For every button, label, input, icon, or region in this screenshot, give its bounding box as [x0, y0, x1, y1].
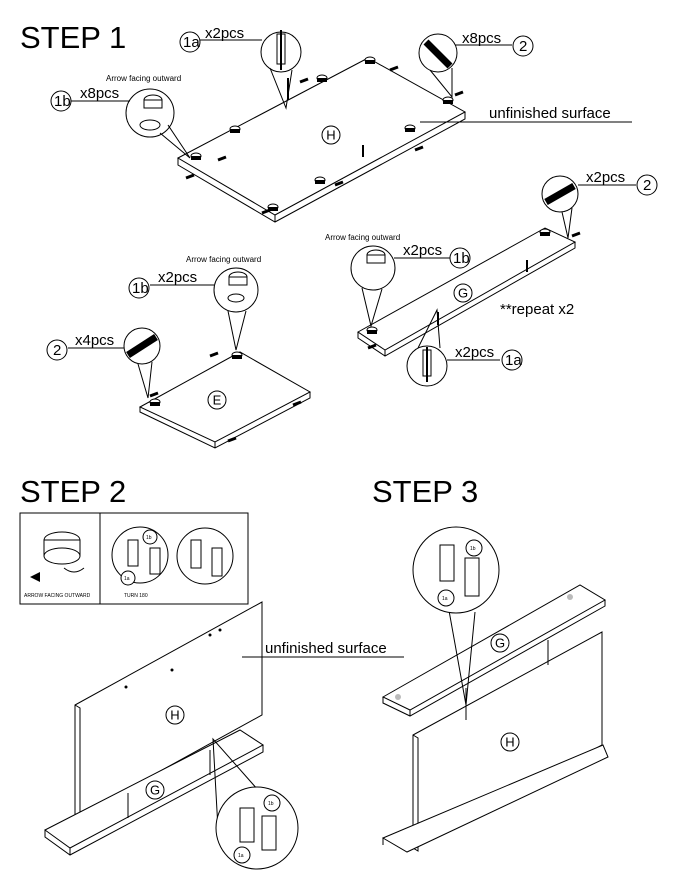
step2-inset: ARROW FACING OUTWARD 1b 1a TURN 180: [19, 512, 249, 605]
panel-h-label: H: [326, 128, 335, 143]
panel-g2-label: G: [150, 783, 160, 798]
callout-1a-right-id: 1a: [505, 352, 522, 369]
detail3-1b: 1b: [470, 546, 476, 552]
repeat-note: **repeat x2: [500, 301, 574, 318]
detail2-1a: 1a: [238, 853, 244, 859]
callout-1a-top: 1a x2pcs: [179, 25, 302, 110]
panel-h-step2: H: [74, 601, 263, 822]
callout-1b-right-qty: x2pcs: [403, 242, 442, 259]
panel-g-step3: G: [381, 584, 606, 717]
step1-heading: STEP 1: [20, 20, 126, 55]
inset-1a: 1a: [124, 576, 130, 582]
callout-1a-id: 1a: [183, 34, 200, 51]
panel-g-step2: G: [44, 729, 264, 856]
detail2-1b: 1b: [268, 801, 274, 807]
panel-g-label: G: [458, 286, 468, 301]
base-step3: [381, 744, 609, 853]
callout-2-qty: x8pcs: [462, 30, 501, 47]
callout-2-id: 2: [519, 38, 527, 55]
panel-e-label: E: [213, 393, 222, 408]
callout-1a-right-qty: x2pcs: [455, 344, 494, 361]
panel-g3-label: G: [495, 636, 505, 651]
callout-1b-right-note: Arrow facing outward: [325, 233, 400, 242]
callout-2-right-id: 2: [643, 177, 651, 194]
callout-1b-right-id: 1b: [453, 250, 470, 267]
detail-step2: 1b 1a: [212, 737, 299, 870]
panel-h2-label: H: [170, 708, 179, 723]
callout-2-top: 2 x8pcs: [418, 30, 534, 99]
detail3-1a: 1a: [442, 596, 448, 602]
inset-1b: 1b: [146, 535, 152, 541]
unfinished-label-step1: unfinished surface: [489, 105, 611, 122]
callout-1b-mid: Arrow facing outward 1b x2pcs: [128, 255, 261, 351]
detail-step3: 1b 1a: [412, 526, 500, 706]
callout-1b-note: Arrow facing outward: [106, 74, 181, 83]
step2-heading: STEP 2: [20, 474, 126, 509]
callout-2-mid-qty: x4pcs: [75, 332, 114, 349]
callout-1b-right: Arrow facing outward 1b x2pcs: [325, 233, 471, 328]
callout-1a-qty: x2pcs: [205, 25, 244, 42]
callout-2-right: 2 x2pcs: [541, 169, 658, 239]
inset-arrow-caption: ARROW FACING OUTWARD: [24, 593, 91, 599]
callout-1b-mid-id: 1b: [132, 280, 149, 297]
callout-2-mid-id: 2: [53, 342, 61, 359]
callout-1b-id: 1b: [54, 93, 71, 110]
callout-1b-mid-note: Arrow facing outward: [186, 255, 261, 264]
panel-h3-label: H: [505, 735, 514, 750]
callout-1a-right: 1a x2pcs: [406, 308, 523, 387]
step3-heading: STEP 3: [372, 474, 478, 509]
callout-1b-qty: x8pcs: [80, 85, 119, 102]
panel-g-step1: G: [357, 227, 582, 357]
callout-2-right-qty: x2pcs: [586, 169, 625, 186]
unfinished-label-step2: unfinished surface: [265, 640, 387, 657]
inset-turn-caption: TURN 180: [124, 593, 148, 599]
panel-h-step1: H: [176, 56, 467, 223]
panel-e: E: [138, 351, 312, 449]
callout-1b-left: Arrow facing outward 1b x8pcs: [50, 74, 191, 159]
callout-2-mid: 2 x4pcs: [46, 327, 161, 399]
callout-1b-mid-qty: x2pcs: [158, 269, 197, 286]
